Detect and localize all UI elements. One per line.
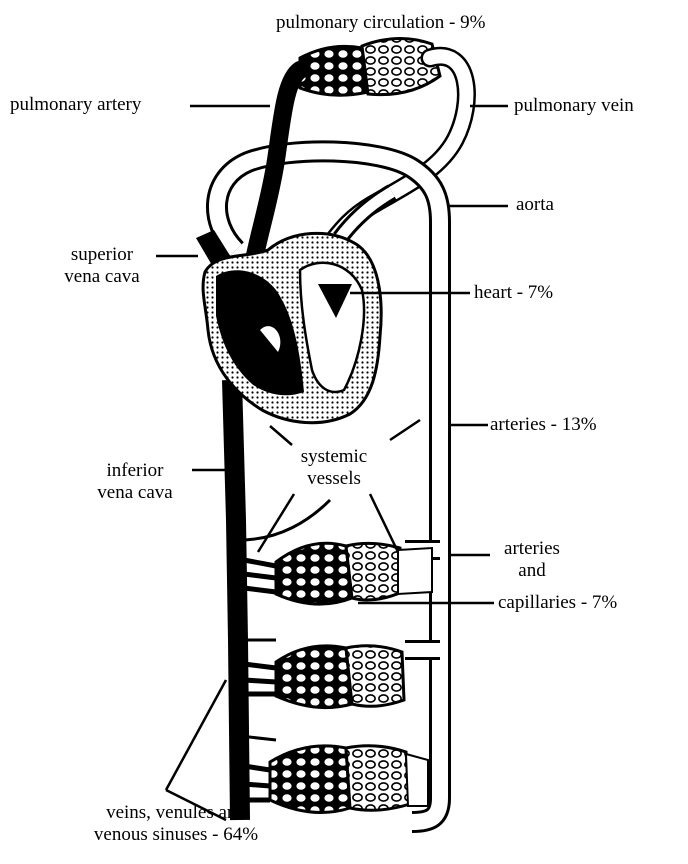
label-inferior-vena-cava-line2: vena cava: [80, 482, 190, 504]
label-heart: heart - 7%: [474, 282, 553, 304]
label-arterioles: arteries and: [494, 538, 570, 582]
label-systemic-vessels: systemic vessels: [278, 446, 390, 490]
label-superior-vena-cava: superior vena cava: [52, 244, 152, 288]
pulmonary-capillary-bed: [300, 38, 440, 95]
label-arteries: arteries - 13%: [490, 414, 597, 436]
label-arterioles-line1: arteries: [494, 538, 570, 560]
label-inferior-vena-cava: inferior vena cava: [80, 460, 190, 504]
leader-systemic-2: [390, 420, 420, 440]
label-pulmonary-circulation: pulmonary circulation - 9%: [276, 12, 485, 34]
inferior-vena-cava-vessel: [232, 380, 240, 820]
label-superior-vena-cava-line2: vena cava: [52, 266, 152, 288]
label-veins-line2: venous sinuses - 64%: [56, 824, 296, 846]
leader-systemic-3: [258, 494, 294, 552]
systemic-capillary-bed-1: [244, 543, 432, 604]
label-pulmonary-vein: pulmonary vein: [514, 95, 634, 117]
label-capillaries: capillaries - 7%: [498, 592, 617, 614]
label-systemic-vessels-line1: systemic: [278, 446, 390, 468]
label-inferior-vena-cava-line1: inferior: [80, 460, 190, 482]
leader-systemic-1: [270, 426, 292, 445]
systemic-capillary-bed-2: [244, 646, 404, 708]
label-veins-line1: veins, venules and: [56, 802, 296, 824]
label-superior-vena-cava-line1: superior: [52, 244, 152, 266]
label-pulmonary-artery: pulmonary artery: [10, 94, 141, 116]
label-aorta: aorta: [516, 194, 554, 216]
label-veins: veins, venules and venous sinuses - 64%: [56, 802, 296, 846]
leader-veins-1: [166, 680, 226, 790]
label-systemic-vessels-line2: vessels: [278, 468, 390, 490]
label-arterioles-line2: and: [494, 560, 570, 582]
